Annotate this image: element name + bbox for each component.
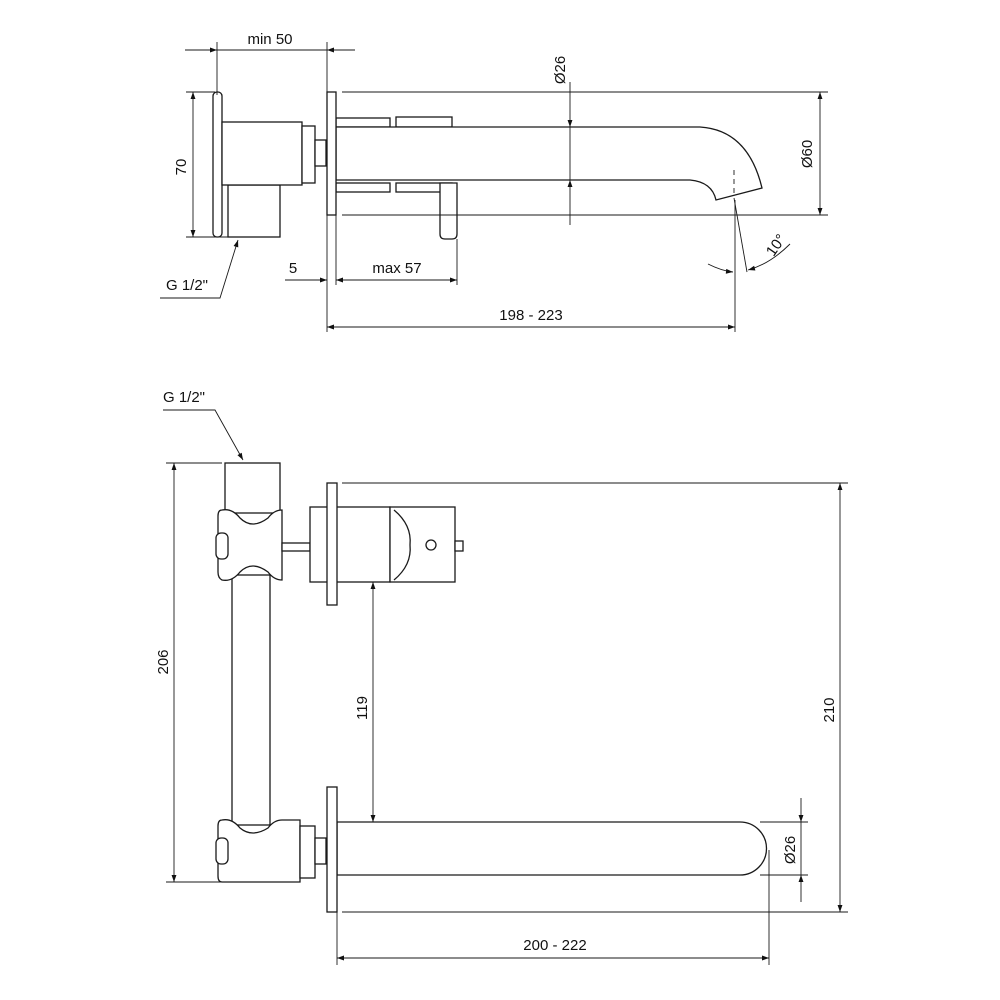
top-view: min 50 70 G 1/2" 5 max 57 198 - 223 <box>160 31 828 332</box>
dim-angle-10: 10° <box>763 231 790 259</box>
dimension-210: 210 <box>342 482 848 913</box>
thread-label-top: G 1/2" <box>166 277 208 294</box>
dim-70: 70 <box>173 159 190 176</box>
front-view: G 1/2" 206 119 210 Ø26 <box>155 389 848 965</box>
dim-5: 5 <box>289 260 297 277</box>
dim-d26-top: Ø26 <box>552 56 569 84</box>
thread-leader-top: G 1/2" <box>160 239 239 299</box>
dim-min-50: min 50 <box>247 31 292 48</box>
dimension-projection-front: 200 - 222 <box>336 850 770 965</box>
dimension-206: 206 <box>155 462 222 883</box>
dim-max-57: max 57 <box>372 260 421 277</box>
dimension-d26-front: Ø26 <box>760 798 808 902</box>
thread-label-front: G 1/2" <box>163 389 205 406</box>
thread-leader-front: G 1/2" <box>163 389 244 461</box>
faucet-side-outline <box>212 91 763 240</box>
dim-d60: Ø60 <box>799 140 816 168</box>
dimension-min50: min 50 <box>185 31 355 95</box>
dim-198-223: 198 - 223 <box>499 307 562 324</box>
dimension-d26-top: Ø26 <box>552 56 573 225</box>
dimension-d60: Ø60 <box>342 91 828 216</box>
faucet-front-outline <box>215 462 768 913</box>
dim-d26-front: Ø26 <box>782 836 799 864</box>
dimension-5-max57: 5 max 57 <box>285 215 458 332</box>
dim-119: 119 <box>354 696 371 720</box>
dim-200-222: 200 - 222 <box>523 937 586 954</box>
dimension-70: 70 <box>173 91 228 238</box>
angle-10: 10° <box>707 197 791 274</box>
dimension-119: 119 <box>354 582 376 822</box>
dim-206: 206 <box>155 649 172 674</box>
dim-210: 210 <box>821 697 838 722</box>
dimension-projection-top: 198 - 223 <box>327 200 736 332</box>
